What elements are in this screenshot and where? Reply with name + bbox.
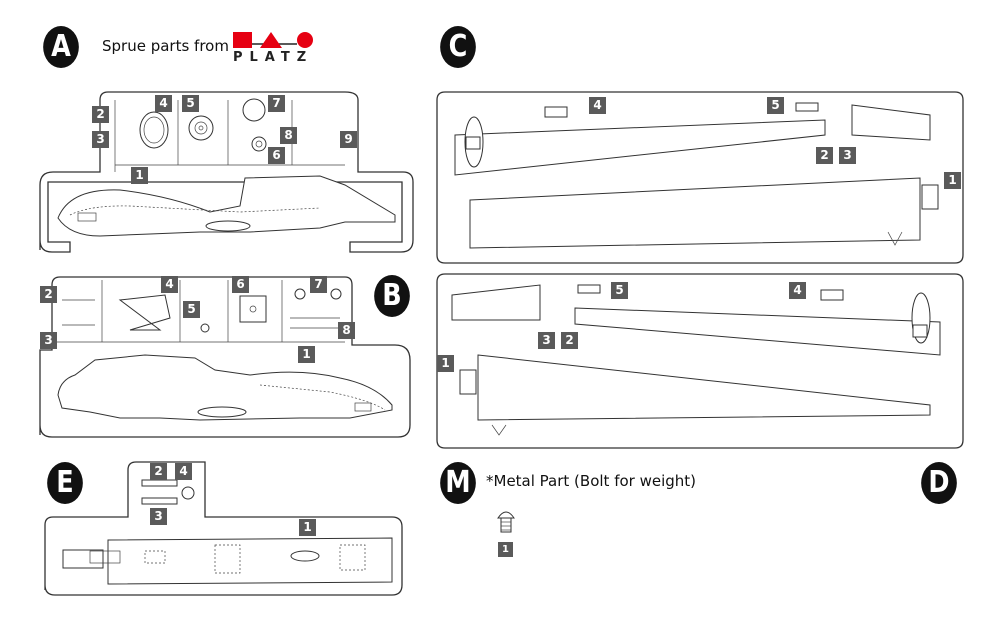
part-c-4: 4 — [589, 97, 606, 114]
part-a-8: 8 — [280, 127, 297, 144]
part-e-3: 3 — [150, 508, 167, 525]
sprue-e-frame — [44, 461, 403, 596]
sprue-letter-e: E — [47, 462, 83, 504]
sprue-letter-c: C — [440, 26, 476, 68]
part-e-1: 1 — [299, 519, 316, 536]
metal-part-label: *Metal Part (Bolt for weight) — [486, 472, 697, 490]
part-c-5: 5 — [767, 97, 784, 114]
part-b-7: 7 — [310, 276, 327, 293]
sprue-b-frame — [39, 276, 411, 438]
part-b-4: 4 — [161, 276, 178, 293]
part-b-8: 8 — [338, 322, 355, 339]
sprue-d-frame — [436, 273, 964, 449]
part-a-6: 6 — [268, 147, 285, 164]
part-c-3: 3 — [839, 147, 856, 164]
sprue-c-frame — [436, 91, 964, 264]
part-d-4: 4 — [789, 282, 806, 299]
sprue-a-frame — [39, 91, 414, 253]
sprue-letter-m: M — [440, 462, 476, 504]
part-e-2: 2 — [150, 463, 167, 480]
part-b-6: 6 — [232, 276, 249, 293]
part-m-1: 1 — [498, 542, 513, 557]
part-d-1: 1 — [437, 355, 454, 372]
sprue-letter-d: D — [921, 462, 957, 504]
sprue-letter-b: B — [374, 275, 410, 317]
part-b-5: 5 — [183, 301, 200, 318]
part-b-1: 1 — [298, 346, 315, 363]
part-d-2: 2 — [561, 332, 578, 349]
part-b-3: 3 — [40, 332, 57, 349]
header-caption: Sprue parts from — [102, 37, 229, 55]
part-a-3: 3 — [92, 131, 109, 148]
part-a-5: 5 — [182, 95, 199, 112]
part-e-4: 4 — [175, 463, 192, 480]
part-d-5: 5 — [611, 282, 628, 299]
part-c-2: 2 — [816, 147, 833, 164]
platz-logo-icon — [233, 32, 313, 48]
part-a-7: 7 — [268, 95, 285, 112]
bolt-icon — [497, 511, 515, 533]
part-a-4: 4 — [155, 95, 172, 112]
brand-name: PLATZ — [233, 50, 314, 65]
part-a-2: 2 — [92, 106, 109, 123]
part-a-1: 1 — [131, 167, 148, 184]
part-a-9: 9 — [340, 131, 357, 148]
part-d-3: 3 — [538, 332, 555, 349]
part-c-1: 1 — [944, 172, 961, 189]
part-b-2: 2 — [40, 286, 57, 303]
sprue-letter-a: A — [43, 26, 79, 68]
